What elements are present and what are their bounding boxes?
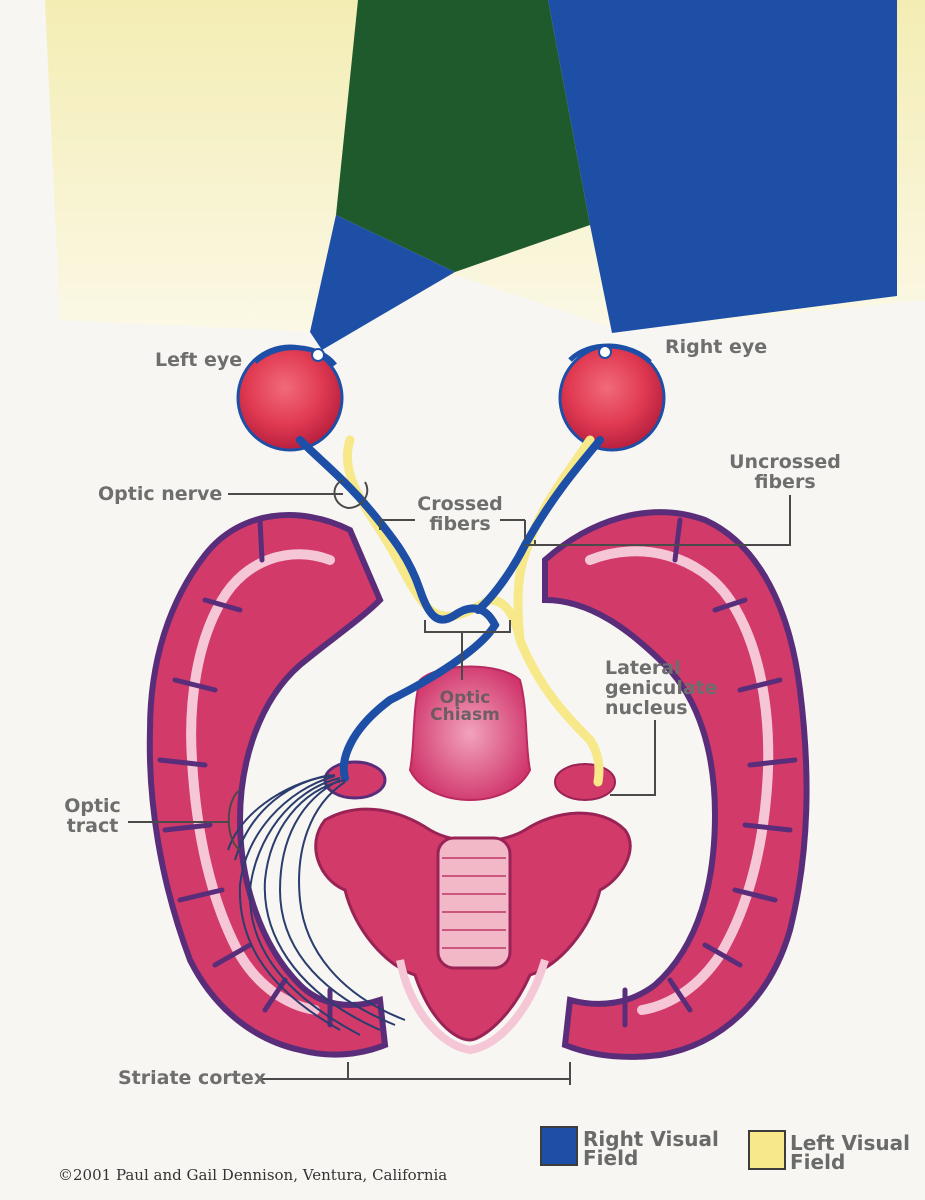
optic-tract-line-1: Optic	[64, 795, 121, 817]
left-eye-pupil	[311, 348, 325, 362]
optic-tract-bracket	[227, 789, 241, 851]
uncrossed-fibers-label: Uncrossed fibers	[720, 452, 850, 492]
optic-chiasm-body	[408, 665, 532, 802]
visual-fields	[45, 0, 925, 350]
overlap-visual-field-region	[336, 0, 590, 272]
third-ventricle	[436, 836, 512, 970]
right-visual-field-legend-label: Right Visual Field	[583, 1127, 719, 1170]
right-legend-line-1: Right Visual	[583, 1127, 719, 1151]
optic-tract-label: Optic tract	[55, 796, 130, 836]
optic-tract-line-2: tract	[66, 815, 119, 837]
leader-lines	[128, 479, 791, 1085]
crossed-fibers-line-1: Crossed	[417, 493, 503, 515]
copyright-notice: ©2001 Paul and Gail Dennison, Ventura, C…	[58, 1166, 448, 1184]
left-eye-label: Left eye	[155, 349, 243, 371]
left-legend-line-1: Left Visual	[790, 1131, 911, 1155]
right-visual-field-region-right-eye	[548, 0, 897, 333]
crossed-fibers-label: Crossed fibers	[405, 494, 515, 534]
right-eye-pupil	[598, 345, 612, 359]
left-eye	[236, 344, 344, 452]
uncrossed-fibers-leader	[525, 495, 791, 546]
occipital-lobes	[396, 958, 549, 1055]
optic-nerve-bracket	[333, 479, 369, 510]
left-visual-field-legend-label: Left Visual Field	[790, 1131, 911, 1174]
lgn-line-3: nucleus	[605, 697, 688, 719]
right-visual-field-fibers	[296, 436, 500, 782]
right-gyri	[622, 517, 798, 1028]
ventricle-striations	[442, 857, 506, 949]
crossed-fibers-leader	[379, 519, 526, 540]
lgn-line-2: geniculate	[605, 677, 718, 699]
right-legend-line-2: Field	[583, 1146, 639, 1170]
right-visual-field-region-left-eye	[310, 215, 455, 350]
brain-section	[146, 509, 810, 1060]
optic-chiasm-line-1: Optic	[439, 688, 491, 708]
eyes	[236, 343, 666, 452]
left-hemisphere-inner	[186, 549, 335, 1015]
optic-chiasm-label: Optic Chiasm	[420, 690, 510, 724]
uncrossed-fibers-line-1: Uncrossed	[729, 451, 841, 473]
lateral-geniculate-nucleus-label: Lateral geniculate nucleus	[605, 658, 718, 718]
uncrossed-fibers-line-2: fibers	[754, 471, 816, 493]
optic-chiasm-line-2: Chiasm	[430, 705, 500, 725]
lgn-line-1: Lateral	[605, 657, 681, 679]
left-legend-line-2: Field	[790, 1150, 846, 1174]
fiber-pathways	[227, 435, 604, 1036]
right-lateral-geniculate-nucleus	[554, 763, 616, 801]
lgn-leader	[610, 720, 656, 796]
right-visual-field-swatch	[540, 1126, 578, 1166]
right-eye-lid	[568, 343, 652, 364]
striate-cortex-label: Striate cortex	[118, 1067, 266, 1089]
left-eye-lid	[253, 345, 337, 367]
optic-radiations	[227, 774, 406, 1036]
left-visual-field-swatch	[748, 1130, 786, 1170]
optic-nerve-label: Optic nerve	[98, 483, 223, 505]
chiasm-bracket	[424, 620, 511, 680]
striate-cortex-leader	[262, 1062, 571, 1085]
left-gyri	[157, 517, 333, 1028]
left-hemisphere	[146, 512, 389, 1058]
right-eye-label: Right eye	[665, 336, 768, 358]
crossed-fibers-line-2: fibers	[429, 513, 491, 535]
